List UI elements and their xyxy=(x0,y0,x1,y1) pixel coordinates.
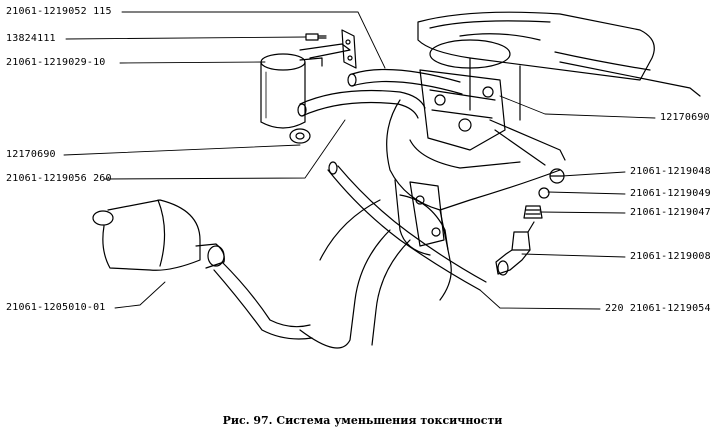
bolt xyxy=(305,33,327,41)
air-filter-housing xyxy=(417,11,701,121)
carburetor xyxy=(419,69,566,166)
label-valve-body: 21061-1219008 xyxy=(630,251,711,262)
label-lower-hose: 21061-1219056 260 xyxy=(6,173,112,184)
upper-hose xyxy=(347,68,463,95)
lower-hose xyxy=(297,89,426,119)
intake-manifold xyxy=(386,99,561,301)
label-muffler: 21061-1205010-01 xyxy=(6,302,106,313)
exhaust-downpipe xyxy=(299,199,411,349)
muffler xyxy=(92,199,313,340)
label-valve-cap: 21061-1219048 xyxy=(630,166,711,177)
leader-lines xyxy=(63,11,656,310)
bracket xyxy=(341,29,357,69)
label-valve-nut: 21061-1219047 xyxy=(630,207,711,218)
label-bolt: 13824111 xyxy=(6,33,56,44)
label-clamp-left: 12170690 xyxy=(6,149,56,160)
label-long-hose: 220 21061-1219054 xyxy=(605,303,711,314)
label-bracket: 21061-1219052 115 xyxy=(6,6,112,17)
label-clamp-right: 12170690 xyxy=(660,112,710,123)
label-oil-separator: 21061-1219029-10 xyxy=(6,57,106,68)
long-hose xyxy=(327,161,487,291)
label-valve-ring: 21061-1219049 xyxy=(630,188,711,199)
figure-caption: Рис. 97. Система уменьшения токсичности xyxy=(222,414,503,427)
valve-parts xyxy=(495,168,565,276)
